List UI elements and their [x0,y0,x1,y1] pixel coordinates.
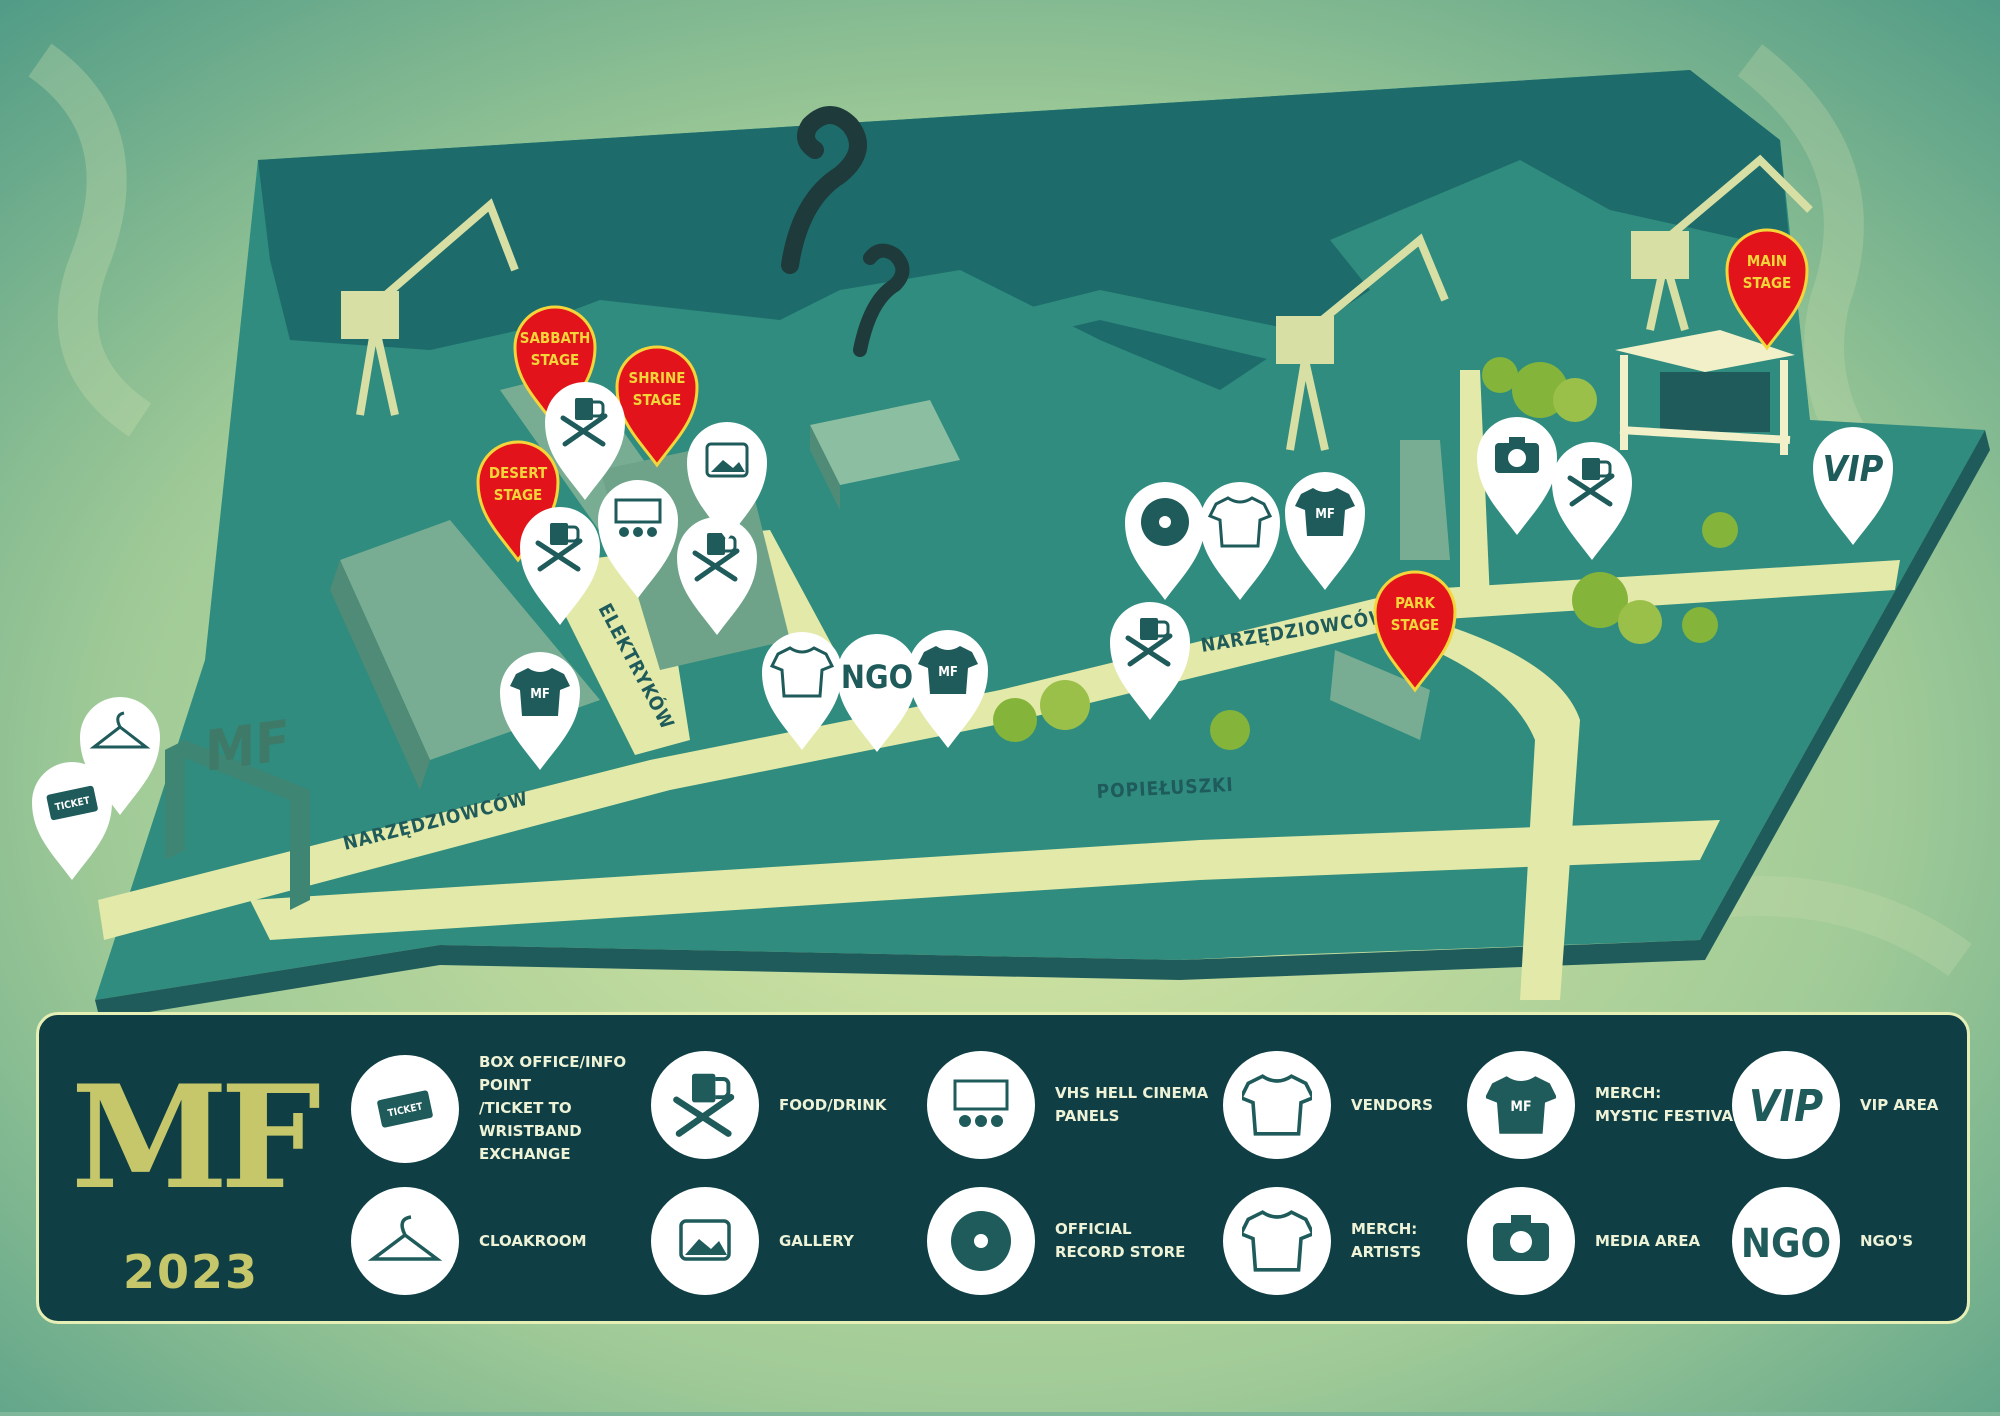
main-stage-line2: STAGE [1743,274,1792,292]
park-stage-line1: PARK [1395,594,1435,612]
legend-label-vip: VIP AREA [1860,1095,1939,1114]
vip-icon-text: VIP [1749,1081,1823,1132]
legend-label-record-store: OFFICIAL RECORD STORE [1055,1220,1186,1261]
main-stage-line1: MAIN [1747,252,1787,270]
legend-item-vendors: VENDORS [1223,1051,1521,1159]
sabbath-stage-pin[interactable]: SABBATH STAGE [513,305,597,427]
vip-icon: VIP [1732,1051,1840,1159]
legend-panel: MF 2023 TICKET BOX OFFICE/INFO POINT /TI… [36,1012,1970,1324]
logo-year: 2023 [123,1245,260,1299]
legend-label-vendors: VENDORS [1351,1095,1433,1114]
merch-mf-pin-text: MF [1315,507,1335,522]
park-stage-line2: STAGE [1391,616,1440,634]
crane-middle [1276,233,1449,451]
record-store-pin[interactable] [1125,482,1205,600]
hanger-icon [89,711,151,749]
merch-artists-icon [1223,1187,1331,1295]
sabbath-stage-line1: SABBATH [520,329,591,347]
crane-east [1631,154,1813,332]
legend-label-gallery: GALLERY [779,1231,854,1250]
vendors-icon [1223,1051,1331,1159]
main-stage-pin[interactable]: MAIN STAGE [1725,228,1809,350]
legend-label-merch-artists: MERCH: ARTISTS [1351,1220,1422,1261]
legend-label-food-drink: FOOD/DRINK [779,1095,887,1114]
legend-item-vip: VIP VIP AREA [1732,1051,2000,1159]
water-dock [258,70,1790,390]
legend-label-cloakroom: CLOAKROOM [479,1231,587,1250]
vip-pin[interactable]: VIP [1813,427,1893,545]
ngo-pin-text: NGO [841,658,913,696]
camera-icon [1467,1187,1575,1295]
cinema-icon [927,1051,1035,1159]
gallery-icon [651,1187,759,1295]
food-drink-icon [651,1051,759,1159]
merch-mf-pin[interactable]: MF [500,652,580,770]
ticket-icon: TICKET [46,785,98,821]
merch-mf-pin-text: MF [530,687,550,702]
sabbath-stage-line2: STAGE [531,351,580,369]
legend-item-merch-artists: MERCH: ARTISTS [1223,1187,1521,1295]
ngo-pin[interactable]: NGO [837,634,917,752]
cinema-pin[interactable] [598,480,678,598]
legend-item-food-drink: FOOD/DRINK [651,1051,949,1159]
cloakroom-pin[interactable] [80,697,160,815]
legend-label-cinema: VHS HELL CINEMA PANELS [1055,1084,1209,1125]
shrine-stage-line1: SHRINE [629,369,686,387]
legend-item-box-office: TICKET BOX OFFICE/INFO POINT /TICKET TO … [351,1051,649,1166]
media-area-pin[interactable] [1477,417,1557,535]
ticket-icon: TICKET [351,1054,459,1163]
vinyl-icon [1141,498,1189,546]
legend-logo: MF 2023 [71,1067,321,1307]
entrance-gate: MF [165,709,310,910]
stage-pins[interactable]: SABBATH STAGE SHRINE STAGE DESERT STAGE … [476,228,1809,692]
cinema-icon [614,498,662,537]
crane-west [341,198,519,416]
entrance-sign: MF [205,709,290,786]
legend-item-media-area: MEDIA AREA [1467,1187,1765,1295]
legend-item-merch-mf: MF MERCH: MYSTIC FESTIVAL [1467,1051,1765,1159]
legend-label-box-office: BOX OFFICE/INFO POINT /TICKET TO WRISTBA… [479,1053,627,1163]
park-stage-pin[interactable]: PARK STAGE [1373,570,1457,692]
merch-mf-pin[interactable]: MF [1285,472,1365,590]
merch-mf-icon-text: MF [1510,1099,1531,1115]
vinyl-icon [927,1187,1035,1295]
desert-stage-line1: DESERT [489,464,548,482]
legend-item-gallery: GALLERY [651,1187,949,1295]
shrine-stage-line2: STAGE [633,391,682,409]
logo-mf: MF [71,1055,321,1221]
camera-icon [1495,437,1539,473]
legend-label-ngo: NGO'S [1860,1231,1914,1250]
legend-label-media-area: MEDIA AREA [1595,1231,1701,1250]
poi-pins[interactable]: MF MF MF NGO VIP [32,382,1893,880]
vip-pin-text: VIP [1823,449,1884,490]
gallery-icon [705,442,749,478]
hanger-icon [351,1187,459,1295]
legend-item-ngo: NGO NGO'S [1732,1187,2000,1295]
main-stage-structure [1615,330,1795,455]
tentacle-decoration [781,106,867,274]
ngo-icon: NGO [1732,1187,1840,1295]
legend-label-merch-mf: MERCH: MYSTIC FESTIVAL [1595,1084,1743,1125]
desert-stage-pin[interactable]: DESERT STAGE [476,440,560,562]
gallery-pin[interactable] [687,422,767,540]
trees [993,357,1738,750]
ngo-icon-text: NGO [1741,1221,1831,1267]
merch-mf-pin-text: MF [938,665,958,680]
desert-stage-line2: STAGE [494,486,543,504]
shrine-stage-pin[interactable]: SHRINE STAGE [615,345,699,467]
box-office-pin[interactable]: TICKET [32,762,112,880]
legend-item-record-store: OFFICIAL RECORD STORE [927,1187,1225,1295]
merch-mf-icon: MF [1467,1051,1575,1159]
legend-item-cinema: VHS HELL CINEMA PANELS [927,1051,1225,1159]
legend-item-cloakroom: CLOAKROOM [351,1187,649,1295]
merch-mf-pin[interactable]: MF [908,630,988,748]
